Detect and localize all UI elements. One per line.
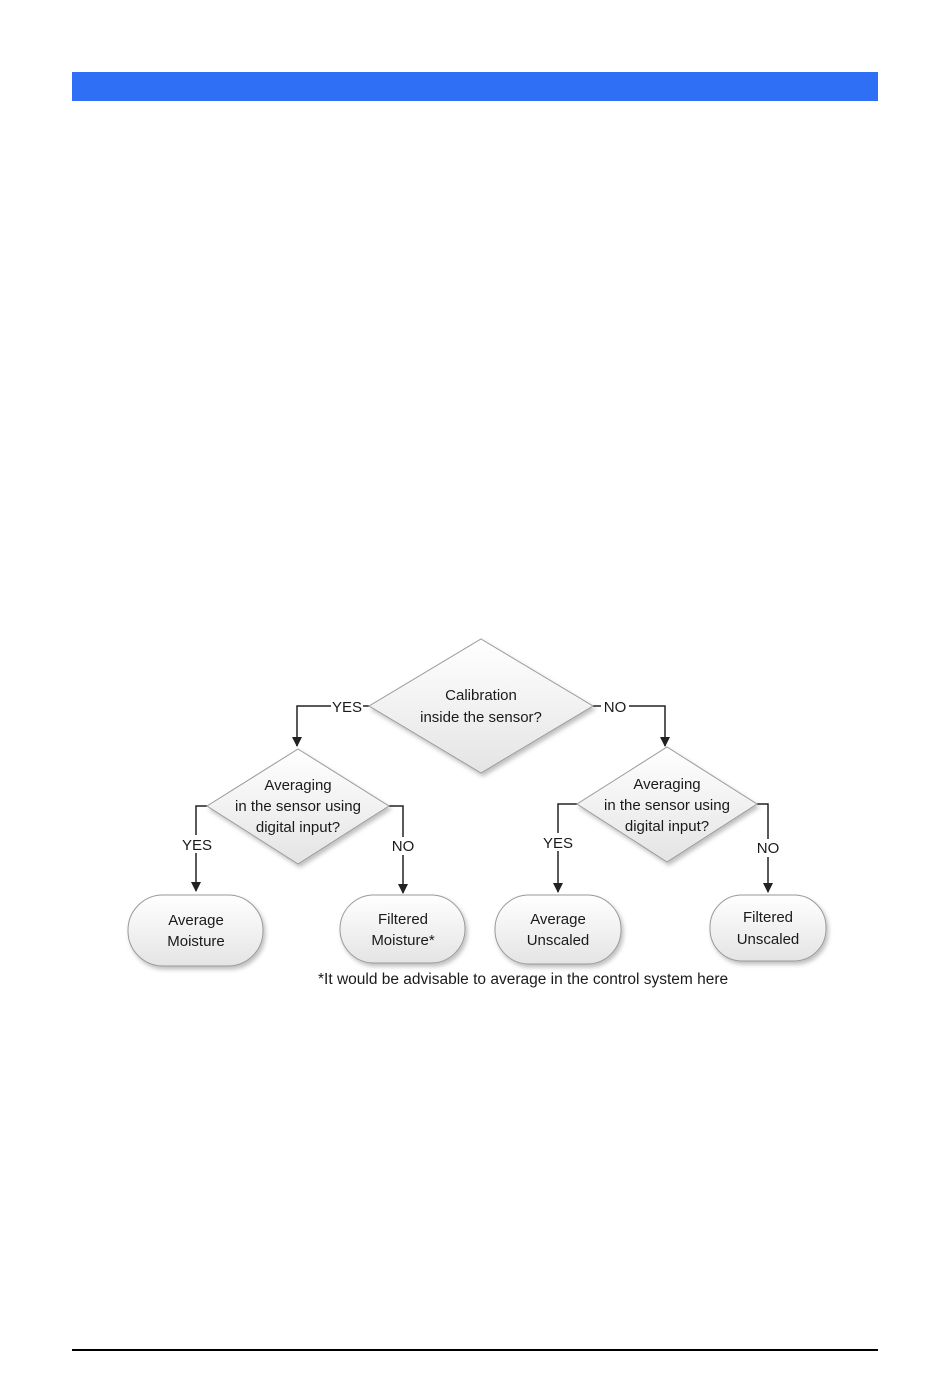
- right-decision-line2: in the sensor using: [604, 797, 730, 814]
- outcome-4-line2: Unscaled: [737, 931, 800, 948]
- root-decision: Calibration inside the sensor?: [369, 639, 593, 773]
- outcome-average-unscaled: Average Unscaled: [495, 895, 621, 964]
- outcome-average-moisture: Average Moisture: [128, 895, 263, 966]
- footer-rule: [72, 1349, 878, 1351]
- left-yes-label: YES: [182, 837, 212, 854]
- root-yes-label: YES: [332, 699, 362, 716]
- outcome-2-line1: Filtered: [378, 911, 428, 928]
- left-decision-line3: digital input?: [256, 819, 340, 836]
- right-decision-line3: digital input?: [625, 818, 709, 835]
- right-decision-line1: Averaging: [633, 776, 700, 793]
- left-decision-line1: Averaging: [264, 777, 331, 794]
- root-decision-line1: Calibration: [445, 687, 517, 704]
- outcome-1-line2: Moisture: [167, 933, 225, 950]
- outcome-3-line2: Unscaled: [527, 932, 590, 949]
- outcome-2-line2: Moisture*: [371, 932, 435, 949]
- outcome-3-line1: Average: [530, 911, 586, 928]
- right-yes-label: YES: [543, 835, 573, 852]
- left-no-label: NO: [392, 838, 415, 855]
- outcome-4-line1: Filtered: [743, 909, 793, 926]
- outcome-filtered-unscaled: Filtered Unscaled: [710, 895, 826, 961]
- outcome-filtered-moisture: Filtered Moisture*: [340, 895, 465, 963]
- footnote: *It would be advisable to average in the…: [318, 971, 728, 989]
- left-decision-line2: in the sensor using: [235, 798, 361, 815]
- outcome-1-line1: Average: [168, 912, 224, 929]
- root-no-label: NO: [604, 699, 627, 716]
- root-decision-line2: inside the sensor?: [420, 709, 542, 726]
- right-no-label: NO: [757, 840, 780, 857]
- right-decision: Averaging in the sensor using digital in…: [577, 747, 757, 862]
- left-decision: Averaging in the sensor using digital in…: [207, 749, 389, 864]
